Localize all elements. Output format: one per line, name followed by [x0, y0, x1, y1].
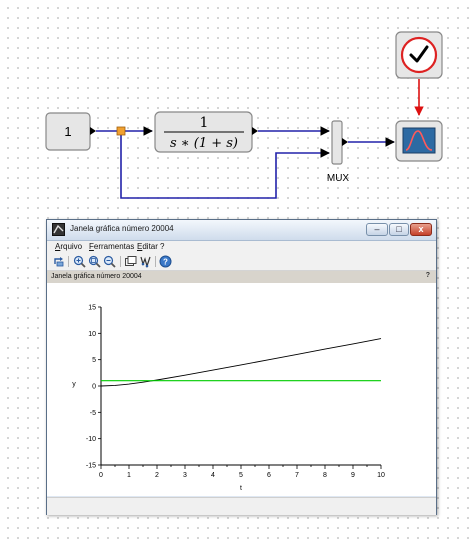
help-icon[interactable]: ?	[159, 255, 172, 268]
x-tick-label: 3	[183, 472, 187, 479]
zoom-area-icon[interactable]	[88, 255, 101, 268]
x-tick-label: 8	[323, 472, 327, 479]
x-tick-label: 1	[127, 472, 131, 479]
menu-arquivo[interactable]: Arquivo	[55, 242, 83, 251]
figure-subtitle: Janela gráfica número 20004	[51, 273, 142, 280]
y-tick-label: 5	[92, 357, 96, 364]
y-axis-label: y	[72, 381, 76, 388]
x-tick-label: 9	[351, 472, 355, 479]
constant-value: 1	[64, 124, 71, 139]
x-tick-label: 0	[99, 472, 103, 479]
y-tick-label: -15	[86, 463, 96, 470]
rotate-icon[interactable]	[52, 255, 65, 268]
series-line-1	[100, 338, 382, 387]
scope-block[interactable]	[395, 120, 443, 162]
edit-curve-icon[interactable]	[139, 255, 152, 268]
minimize-button[interactable]: –	[366, 223, 388, 236]
link-split-mux[interactable]	[120, 135, 330, 199]
x-tick-label: 2	[155, 472, 159, 479]
svg-text:?: ?	[163, 258, 168, 267]
menu-ferramentas[interactable]: Ferramentas	[89, 242, 135, 251]
x-axis-label: t	[240, 485, 242, 492]
x-tick-label: 10	[377, 472, 385, 479]
graphic-window[interactable]: Janela gráfica número 20004 – □ x Arquiv…	[46, 219, 437, 515]
plot-canvas[interactable]: 0 1 2 3 4 5 6 7 8 9 10 -15 -10 -5 0 5 10 15 t y	[47, 283, 436, 496]
tf-numerator: 1	[200, 115, 209, 131]
zoom-in-icon[interactable]	[73, 255, 86, 268]
x-tick-label: 6	[267, 472, 271, 479]
scope-display-icon	[402, 127, 436, 154]
x-tick-label: 5	[239, 472, 243, 479]
transfer-function-block[interactable]: 1 s ∗ (1 + s)	[154, 111, 258, 153]
tf-denominator: s ∗ (1 + s)	[170, 136, 238, 151]
y-tick-label: 0	[92, 384, 96, 391]
close-button[interactable]: x	[410, 223, 432, 236]
line-plot[interactable]: 0 1 2 3 4 5 6 7 8 9 10 -15 -10 -5 0 5 10 15 t y	[47, 283, 436, 496]
clock-icon	[400, 36, 438, 74]
maximize-button[interactable]: □	[389, 223, 409, 236]
y-tick-label: -10	[86, 436, 96, 443]
y-tick-label: 15	[88, 305, 96, 312]
scilab-app-icon	[52, 223, 65, 236]
x-tick-label: 4	[211, 472, 215, 479]
status-bar	[47, 497, 436, 515]
menu-help[interactable]: ?	[160, 242, 165, 251]
x-tick-label: 7	[295, 472, 299, 479]
datatip-icon[interactable]	[124, 255, 137, 268]
toolbar: ?	[47, 254, 436, 271]
subtitle-help-mark[interactable]: ?	[425, 272, 430, 279]
constant-block[interactable]: 1	[45, 112, 96, 151]
window-titlebar[interactable]: Janela gráfica número 20004 – □ x	[47, 220, 436, 241]
xcos-diagram: 1 1 s ∗ (1 + s) MUX	[45, 31, 443, 199]
y-tick-label: -5	[90, 410, 96, 417]
mux-block[interactable]	[331, 120, 348, 165]
y-tick-label: 10	[88, 331, 96, 338]
menu-editar[interactable]: Editar	[137, 242, 158, 251]
zoom-out-icon[interactable]	[103, 255, 116, 268]
clock-block[interactable]	[395, 31, 443, 79]
window-title: Janela gráfica número 20004	[70, 224, 174, 233]
split-point[interactable]	[116, 126, 126, 136]
figure-subtitle-bar: Janela gráfica número 20004 ?	[47, 271, 436, 283]
mux-label: MUX	[327, 173, 350, 184]
menu-bar: Arquivo Ferramentas Editar ?	[47, 241, 436, 254]
